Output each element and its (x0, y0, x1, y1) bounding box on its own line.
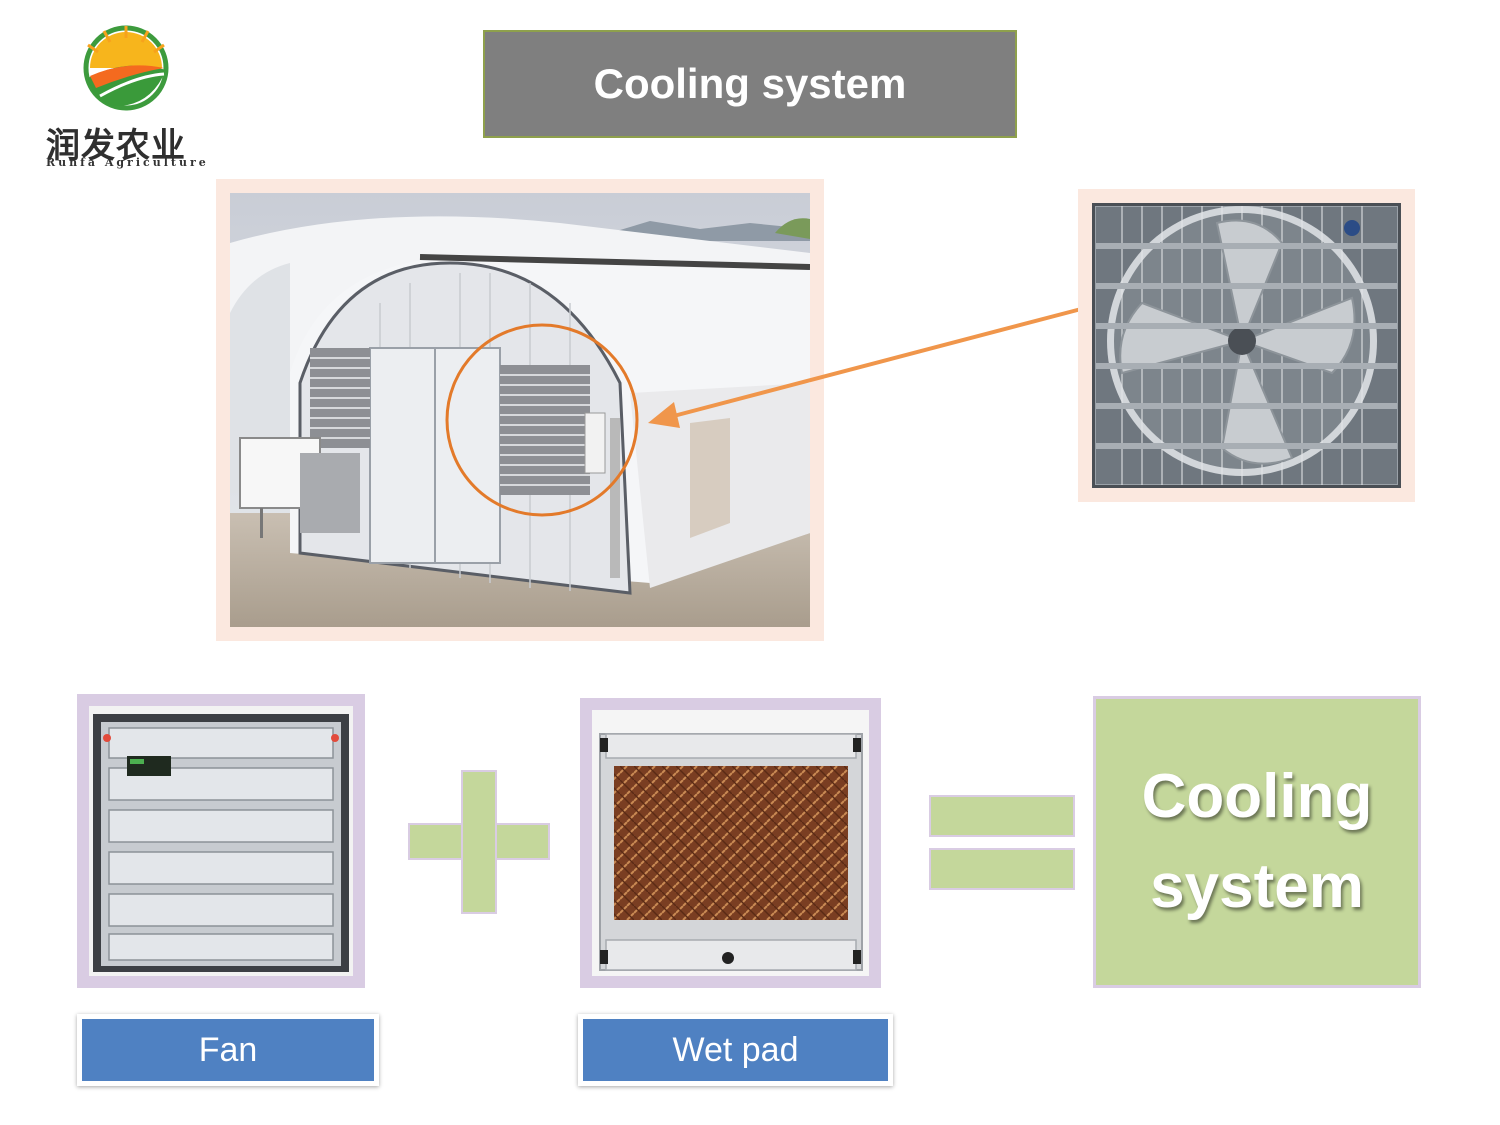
fan-label: Fan (77, 1014, 379, 1086)
equals-bottom-bar (929, 848, 1075, 890)
sun-field-logo-icon (83, 25, 169, 111)
greenhouse-photo (230, 193, 811, 627)
brand-name-cn: 润发农业 (46, 126, 186, 166)
wet-pad-label: Wet pad (578, 1014, 893, 1086)
title-banner: Cooling system (483, 30, 1017, 138)
fan-photo (89, 706, 353, 976)
fan-photo-frame (77, 694, 365, 988)
exhaust-fan-photo-frame (1078, 189, 1415, 502)
equals-top-bar (929, 795, 1075, 837)
brand-logo: 润发农业 Runfa Agriculture (40, 18, 215, 178)
brand-name-en: Runfa Agriculture (46, 156, 209, 169)
exhaust-fan-photo (1089, 200, 1404, 491)
result-box: Cooling system (1093, 696, 1421, 988)
fan-label-text: Fan (82, 1019, 374, 1081)
greenhouse-photo-frame (216, 179, 824, 641)
page-title: Cooling system (593, 60, 907, 107)
pointer-arrow-icon (648, 306, 1086, 428)
wet-pad-photo-frame (580, 698, 881, 988)
wet-pad-label-text: Wet pad (583, 1019, 888, 1081)
wet-pad-photo (592, 710, 869, 976)
result-line-1: Cooling (1141, 762, 1373, 831)
plus-center (463, 825, 495, 858)
result-line-2: system (1150, 852, 1364, 921)
